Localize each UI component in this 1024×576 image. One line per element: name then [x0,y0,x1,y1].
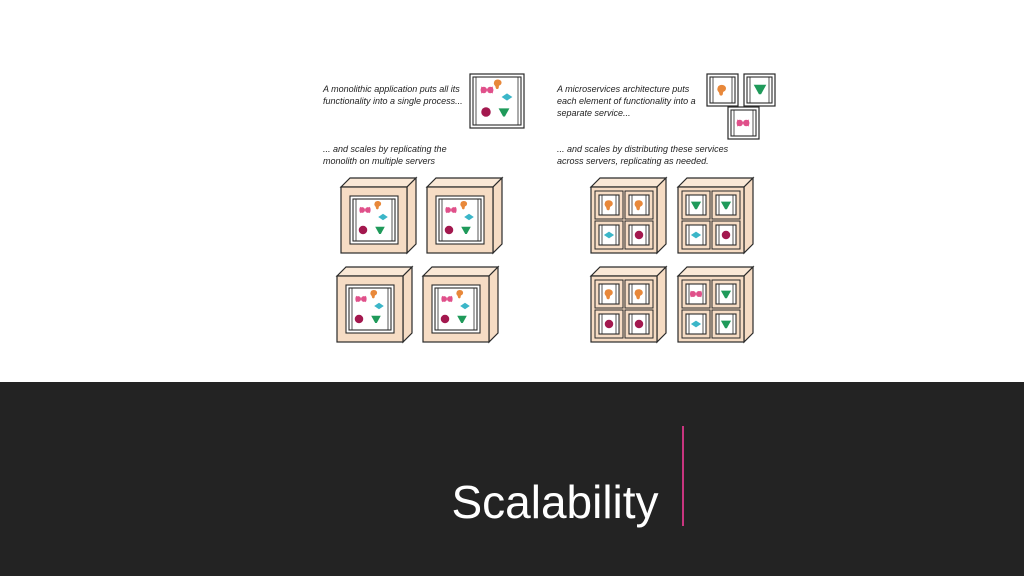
slide-title: Scalability [451,475,659,528]
diamond-icon [501,93,513,101]
monolith-server [425,176,504,255]
circle-icon [444,225,454,235]
bowtie-icon [690,290,702,298]
blob-icon [370,290,378,299]
server-top [676,177,755,188]
monolith-process [348,287,392,331]
blob-icon [717,84,727,96]
monolith-process [469,73,525,129]
server-side [492,176,503,255]
triangle-icon [498,108,510,117]
blob-icon [634,289,643,300]
server-top [676,266,755,277]
microservices-scale-caption-line: across servers, replicating as needed. [557,156,709,166]
microservices-caption-line: A microservices architecture puts [557,84,690,94]
circle-icon [604,319,614,329]
blob-icon [456,290,464,299]
microservices-scale-caption: ... and scales by distributing these ser… [557,143,757,167]
title-band [0,382,1024,576]
service-process [743,73,776,107]
service-process [706,73,739,107]
server-top [335,266,414,277]
diagram-area [0,0,1024,382]
blob-icon [460,201,468,210]
microservices-scale-caption-line: ... and scales by distributing these ser… [557,144,729,154]
monolith-process [434,287,478,331]
service-process [727,106,760,140]
blob-icon [374,201,382,210]
microservices-server [676,176,755,255]
diamond-icon [460,302,470,310]
monolith-caption-line: functionality into a single process... [323,96,463,106]
monolith-server [335,265,414,344]
server-side [743,176,754,255]
server-side [656,176,667,255]
bowtie-icon [480,86,494,94]
server-side [402,265,413,344]
bowtie-icon [355,295,367,303]
circle-icon [358,225,368,235]
diamond-icon [690,231,702,239]
server-top [589,177,668,188]
server-side [406,176,417,255]
diamond-icon [603,231,615,239]
circle-icon [481,107,491,117]
triangle-icon [375,226,385,234]
server-top [425,177,504,188]
blob-icon [634,200,643,211]
architecture-diagram [335,73,776,344]
monolith-server [339,176,418,255]
monolith-scale-caption: ... and scales by replicating the monoli… [323,143,523,167]
monolith-process [352,198,396,242]
server-top [589,266,668,277]
server-top [339,177,418,188]
triangle-icon [461,226,471,234]
triangle-icon [457,315,467,323]
microservices-server [589,176,668,255]
circle-icon [440,314,450,324]
microservices-caption: A microservices architecture puts each e… [557,83,757,119]
title-divider [682,426,684,526]
bowtie-icon [441,295,453,303]
server-side [656,265,667,344]
monolith-server [421,265,500,344]
microservices-server [676,265,755,344]
triangle-icon [720,290,732,299]
blob-icon [604,200,613,211]
triangle-icon [720,201,732,210]
microservices-caption-line: separate service... [557,108,631,118]
monolith-scale-caption-line: ... and scales by replicating the [323,144,447,154]
bowtie-icon [736,119,750,127]
server-side [743,265,754,344]
server-top [421,266,500,277]
monolith-caption: A monolithic application puts all its fu… [323,83,523,107]
diamond-icon [374,302,384,310]
bowtie-icon [359,206,371,214]
blob-icon [493,79,502,89]
triangle-icon [720,320,732,329]
microservices-server [589,265,668,344]
circle-icon [721,230,731,240]
circle-icon [634,230,644,240]
monolith-scale-caption-line: monolith on multiple servers [323,156,436,166]
circle-icon [634,319,644,329]
triangle-icon [690,201,702,210]
circle-icon [354,314,364,324]
triangle-icon [371,315,381,323]
bowtie-icon [445,206,457,214]
monolith-process [438,198,482,242]
monolith-caption-line: A monolithic application puts all its [323,84,460,94]
microservices-caption-line: each element of functionality into a [557,96,696,106]
blob-icon [604,289,613,300]
triangle-icon [753,84,767,95]
server-side [488,265,499,344]
